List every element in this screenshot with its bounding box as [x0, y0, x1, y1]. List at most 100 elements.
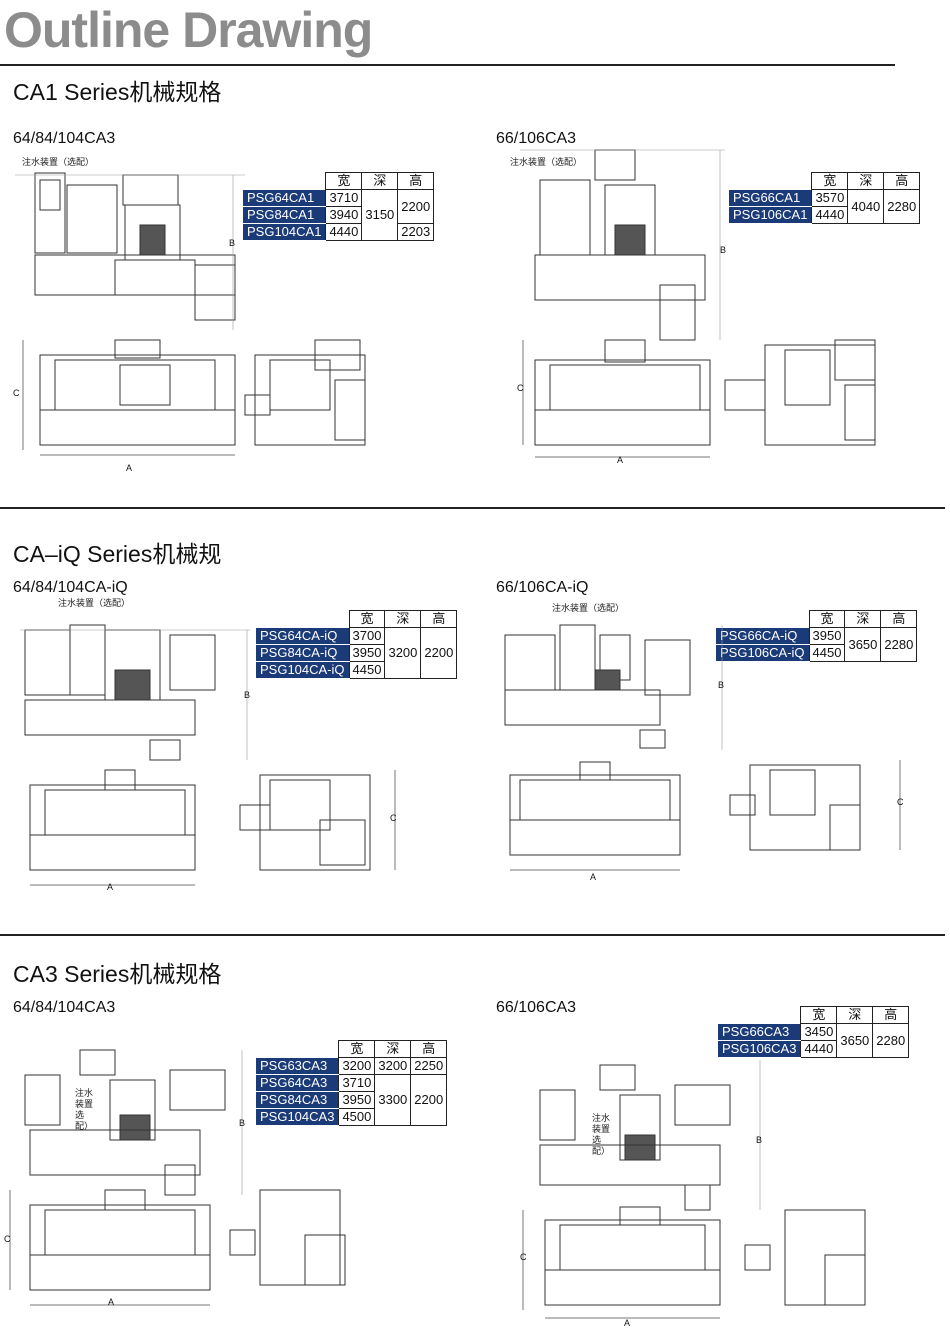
col-width-header: 宽	[811, 172, 849, 190]
width-cell: 4500	[338, 1108, 376, 1126]
section-divider	[0, 934, 945, 936]
model-cell: PSG66CA-iQ	[716, 627, 810, 645]
model-cell: PSG106CA-iQ	[716, 644, 810, 662]
dimension-marker-c: C	[390, 813, 397, 823]
water-note: 注水装置（选配）	[58, 598, 131, 608]
height-cell: 2280	[872, 1023, 910, 1058]
spec-table: 宽 深 高 PSG66CA1 3570 4040 2280 PSG106CA1 …	[729, 172, 921, 224]
model-title: 64/84/104CA-iQ	[13, 579, 128, 596]
dimension-marker-b: B	[244, 690, 251, 700]
width-cell: 3200	[338, 1057, 376, 1075]
model-title: 64/84/104CA3	[13, 130, 116, 147]
machine-drawing-front-right	[522, 1206, 866, 1319]
model-title: 64/84/104CA3	[13, 999, 116, 1016]
model-cell: PSG106CA1	[729, 206, 812, 224]
dimension-marker-a: A	[107, 882, 114, 892]
dimension-marker-a: A	[126, 463, 133, 473]
height-cell: 2280	[880, 627, 918, 662]
model-cell: PSG66CA3	[718, 1023, 801, 1041]
col-width-header: 宽	[348, 610, 386, 628]
col-depth-header: 深	[361, 172, 399, 190]
col-height-header: 高	[883, 172, 921, 190]
dimension-marker-a: A	[617, 455, 624, 465]
depth-cell: 3200	[374, 1057, 412, 1075]
height-cell: 2250	[410, 1057, 448, 1075]
col-depth-header: 深	[847, 172, 885, 190]
machine-drawing-front-left	[29, 769, 396, 886]
height-cell: 2280	[883, 189, 921, 224]
col-height-header: 高	[420, 610, 458, 628]
section-title-ca1: CA1 Series机械规格	[13, 79, 222, 105]
model-cell: PSG84CA3	[256, 1091, 339, 1109]
col-height-header: 高	[872, 1006, 910, 1024]
col-depth-header: 深	[836, 1006, 874, 1024]
depth-cell: 3200	[384, 627, 422, 679]
col-height-header: 高	[880, 610, 918, 628]
col-height-header: 高	[397, 172, 435, 190]
water-note: 注水 装置 选配）	[75, 1088, 94, 1131]
width-cell: 3710	[325, 189, 363, 207]
height-cell: 2200	[410, 1074, 448, 1126]
machine-drawing-front-left	[9, 1189, 346, 1306]
width-cell: 3700	[348, 627, 386, 645]
width-cell: 4440	[800, 1040, 838, 1058]
model-cell: PSG64CA3	[256, 1074, 339, 1092]
height-cell: 2203	[397, 223, 435, 241]
depth-cell: 4040	[847, 189, 885, 224]
model-cell: PSG63CA3	[256, 1057, 339, 1075]
machine-drawing-top-right	[539, 1060, 761, 1211]
machine-drawing-top-right	[520, 149, 725, 341]
width-cell: 4440	[325, 223, 363, 241]
depth-cell: 3150	[361, 189, 399, 241]
width-cell: 3950	[348, 644, 386, 662]
depth-cell: 3650	[836, 1023, 874, 1058]
machine-drawing-front-left	[22, 339, 366, 456]
spec-table: 宽 深 高 PSG64CA-iQ 3700 3200 2200 PSG84CA-…	[256, 610, 458, 679]
col-width-header: 宽	[800, 1006, 838, 1024]
width-cell: 3710	[338, 1074, 376, 1092]
dimension-marker-a: A	[590, 872, 597, 882]
width-cell: 3950	[338, 1091, 376, 1109]
machine-drawing-front-right	[522, 339, 876, 458]
dimension-marker-c: C	[13, 388, 20, 398]
machine-drawing-top-left	[24, 1049, 243, 1196]
dimension-marker-b: B	[756, 1135, 763, 1145]
section-title-ca-iq: CA–iQ Series机械规	[13, 541, 222, 567]
machine-drawing-top-right	[504, 624, 723, 750]
model-title: 66/106CA3	[496, 999, 577, 1016]
dimension-marker-c: C	[4, 1234, 11, 1244]
section-title-ca3: CA3 Series机械规格	[13, 961, 222, 987]
width-cell: 3940	[325, 206, 363, 224]
model-cell: PSG66CA1	[729, 189, 812, 207]
machine-drawing-front-right	[509, 760, 901, 871]
spec-table: 宽 深 高 PSG64CA1 3710 3150 2200 PSG84CA1 3…	[243, 172, 435, 241]
dimension-marker-a: A	[108, 1297, 115, 1307]
machine-drawing-top-left	[15, 172, 245, 330]
model-cell: PSG64CA-iQ	[256, 627, 350, 645]
machine-drawing-top-left	[20, 624, 250, 761]
dimension-marker-b: B	[720, 245, 727, 255]
dimension-marker-c: C	[517, 383, 524, 393]
dimension-marker-a: A	[624, 1318, 631, 1328]
width-cell: 3950	[808, 627, 846, 645]
dimension-marker-c: C	[897, 797, 904, 807]
col-width-header: 宽	[808, 610, 846, 628]
col-depth-header: 深	[384, 610, 422, 628]
water-note: 注水装置（选配）	[510, 157, 583, 167]
dimension-marker-b: B	[239, 1118, 246, 1128]
depth-cell: 3650	[844, 627, 882, 662]
spec-table: 宽 深 高 PSG66CA3 3450 3650 2280 PSG106CA3 …	[718, 1006, 910, 1058]
width-cell: 3450	[800, 1023, 838, 1041]
model-cell: PSG84CA-iQ	[256, 644, 350, 662]
model-cell: PSG104CA-iQ	[256, 661, 350, 679]
model-cell: PSG104CA1	[243, 223, 326, 241]
spec-table: 宽 深 高 PSG63CA3 3200 3200 2250 PSG64CA3 3…	[256, 1040, 448, 1126]
height-cell: 2200	[397, 189, 435, 224]
col-height-header: 高	[410, 1040, 448, 1058]
model-cell: PSG106CA3	[718, 1040, 801, 1058]
model-cell: PSG104CA3	[256, 1108, 339, 1126]
dimension-marker-b: B	[229, 238, 236, 248]
model-cell: PSG84CA1	[243, 206, 326, 224]
dimension-marker-c: C	[520, 1252, 527, 1262]
model-title: 66/106CA-iQ	[496, 579, 589, 596]
